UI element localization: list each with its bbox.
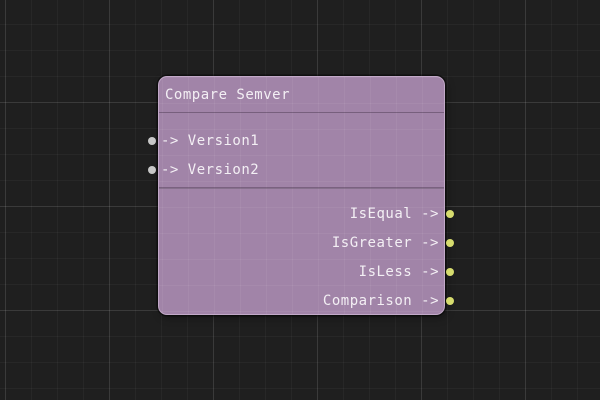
output-row-comparison: Comparison -> <box>159 291 454 311</box>
output-port-isgreater[interactable] <box>446 239 454 247</box>
output-row-isgreater: IsGreater -> <box>159 233 454 253</box>
output-label-isequal: IsEqual -> <box>349 206 439 222</box>
output-port-comparison[interactable] <box>446 297 454 305</box>
output-row-isless: IsLess -> <box>159 262 454 282</box>
output-label-isgreater: IsGreater -> <box>331 235 439 251</box>
input-row-version2: -> Version2 <box>148 160 444 180</box>
node-compare-semver[interactable]: Compare Semver -> Version1 -> Version2 I… <box>148 76 454 315</box>
output-label-comparison: Comparison -> <box>322 293 439 309</box>
input-label-version2: -> Version2 <box>161 162 260 178</box>
output-row-isequal: IsEqual -> <box>159 204 454 224</box>
input-port-version1[interactable] <box>148 137 156 145</box>
output-port-isless[interactable] <box>446 268 454 276</box>
node-title[interactable]: Compare Semver <box>159 77 444 113</box>
input-port-version2[interactable] <box>148 166 156 174</box>
input-row-version1: -> Version1 <box>148 131 444 151</box>
output-label-isless: IsLess -> <box>358 264 439 280</box>
section-divider <box>159 187 444 189</box>
input-label-version1: -> Version1 <box>161 133 260 149</box>
output-port-isequal[interactable] <box>446 210 454 218</box>
